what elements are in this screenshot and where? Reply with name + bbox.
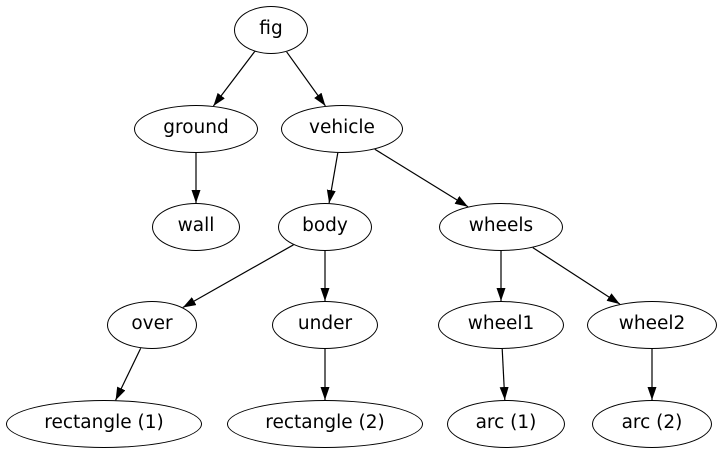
edge-fig-ground bbox=[212, 51, 256, 107]
node-arc1-label: arc (1) bbox=[475, 411, 537, 433]
edge-wheel1-arc1 bbox=[499, 348, 509, 401]
edge-wheels-wheel2 bbox=[532, 247, 621, 305]
node-wheel2-label: wheel2 bbox=[618, 312, 686, 334]
node-arc2-label: arc (2) bbox=[621, 411, 683, 433]
node-wheel2: wheel2 bbox=[587, 301, 717, 349]
edge-vehicle-body bbox=[326, 152, 339, 204]
node-arc2: arc (2) bbox=[592, 400, 712, 448]
node-body: body bbox=[278, 203, 372, 251]
node-rectangle1-label: rectangle (1) bbox=[44, 411, 164, 433]
node-over: over bbox=[107, 301, 197, 349]
node-over-label: over bbox=[131, 312, 173, 334]
edge-fig-vehicle bbox=[286, 51, 326, 107]
node-wheel1: wheel1 bbox=[438, 301, 564, 349]
node-ground-label: ground bbox=[163, 116, 229, 138]
node-fig-label: fig bbox=[259, 17, 283, 39]
node-wall-label: wall bbox=[177, 214, 215, 236]
edge-vehicle-wheels bbox=[374, 148, 469, 208]
edge-over-rectangle1 bbox=[115, 347, 142, 401]
node-wheels-label: wheels bbox=[468, 214, 534, 236]
node-wheel1-label: wheel1 bbox=[467, 312, 535, 334]
node-rectangle1: rectangle (1) bbox=[6, 400, 202, 448]
node-vehicle-label: vehicle bbox=[309, 116, 375, 138]
node-under-label: under bbox=[297, 312, 353, 334]
edge-body-over bbox=[182, 244, 294, 309]
node-body-label: body bbox=[302, 214, 348, 236]
node-ground: ground bbox=[134, 105, 258, 153]
node-wall: wall bbox=[152, 203, 240, 251]
node-vehicle: vehicle bbox=[281, 105, 403, 153]
node-under: under bbox=[272, 301, 378, 349]
node-arc1: arc (1) bbox=[447, 400, 565, 448]
node-wheels: wheels bbox=[439, 203, 563, 251]
node-fig: fig bbox=[234, 6, 308, 54]
node-rectangle2-label: rectangle (2) bbox=[265, 411, 385, 433]
node-rectangle2: rectangle (2) bbox=[227, 400, 423, 448]
